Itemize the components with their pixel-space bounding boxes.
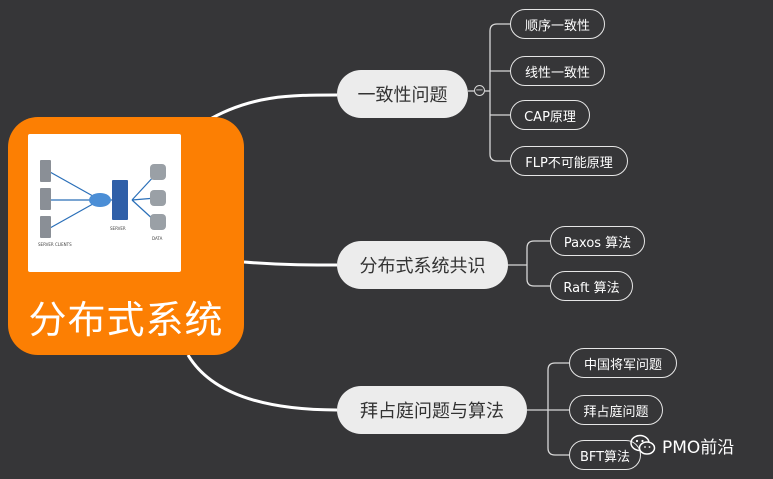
client-server-icons (40, 160, 51, 238)
root-node[interactable]: SERVER CLIENTS SERVER DATA 分布式系统 (8, 117, 244, 355)
collapse-toggle[interactable]: − (474, 85, 485, 96)
leaf-chinese-generals[interactable]: 中国将军问题 (569, 348, 677, 378)
database-icons (150, 164, 166, 230)
network-diagram-image: SERVER CLIENTS SERVER DATA (28, 134, 181, 272)
leaf-paxos[interactable]: Paxos 算法 (550, 226, 645, 256)
leaf-raft[interactable]: Raft 算法 (550, 271, 633, 301)
image-label-server: SERVER (110, 226, 126, 231)
image-label-clients: SERVER CLIENTS (38, 242, 72, 247)
bracket-branch-3 (527, 362, 569, 456)
link-root-branch-3 (186, 354, 338, 412)
bracket-branch-2 (508, 240, 550, 287)
server-icon (112, 180, 128, 220)
leaf-bft[interactable]: BFT算法 (569, 440, 641, 470)
wechat-icon (630, 434, 656, 455)
bracket-branch-1 (468, 23, 510, 162)
leaf-linear-consistency[interactable]: 线性一致性 (510, 56, 605, 86)
root-title: 分布式系统 (28, 298, 224, 342)
branch-node-consistency[interactable]: 一致性问题 (337, 70, 468, 118)
link-root-branch-2 (243, 260, 338, 267)
leaf-cap-theorem[interactable]: CAP原理 (510, 100, 590, 130)
link-root-branch-1 (204, 93, 338, 124)
leaf-sequential-consistency[interactable]: 顺序一致性 (510, 9, 605, 39)
leaf-byzantine-problem[interactable]: 拜占庭问题 (569, 395, 663, 425)
cloud-icon (89, 193, 111, 207)
branch-node-byzantine[interactable]: 拜占庭问题与算法 (337, 386, 527, 434)
image-label-data: DATA (152, 236, 163, 241)
watermark: PMO前沿 (630, 432, 734, 458)
watermark-text: PMO前沿 (662, 437, 735, 458)
leaf-flp-impossibility[interactable]: FLP不可能原理 (510, 146, 628, 176)
branch-node-consensus[interactable]: 分布式系统共识 (337, 241, 508, 289)
